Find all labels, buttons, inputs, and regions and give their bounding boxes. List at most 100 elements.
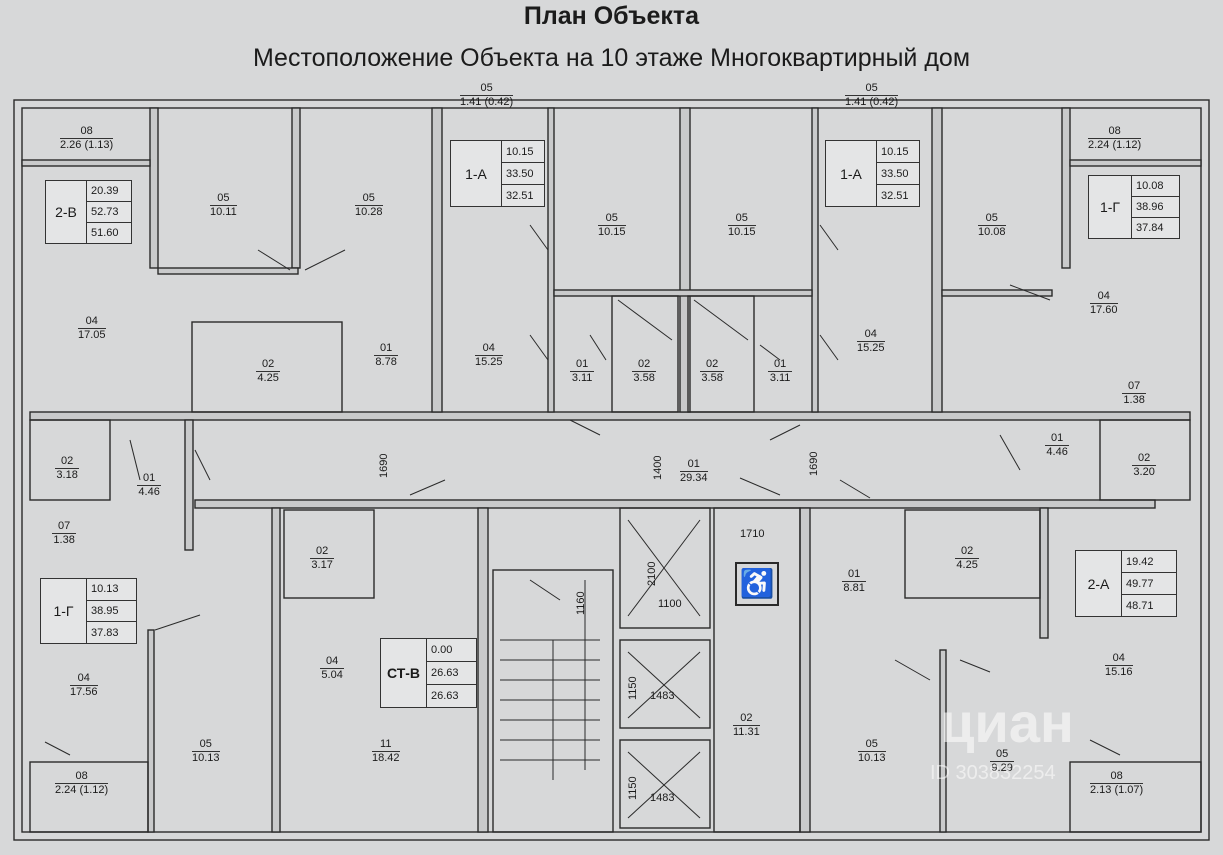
apartment-value: 33.50 <box>502 163 544 185</box>
dimension-label: 1150 <box>627 776 639 800</box>
wall-h-left-top <box>157 267 299 275</box>
wall-v2 <box>291 107 301 269</box>
apartment-value: 32.51 <box>881 189 909 202</box>
lift-3 <box>619 739 711 829</box>
dimension-label: 1690 <box>808 451 820 476</box>
apartment-box-1g-top: 1-Г 10.08 38.96 37.84 <box>1088 175 1180 239</box>
apartment-code: 2-А <box>1087 575 1110 592</box>
dimension-label: 1160 <box>575 591 587 615</box>
apartment-code: 1-Г <box>1099 199 1121 215</box>
stair <box>492 569 614 833</box>
bath-lower-left <box>283 509 375 599</box>
watermark-id: ID 303832254 <box>930 762 1056 784</box>
apartment-box-2a: 2-А 19.42 49.77 48.71 <box>1075 550 1177 617</box>
apartment-value: 33.50 <box>877 163 919 185</box>
plan-subtitle: Местоположение Объекта на 10 этаже Много… <box>252 44 971 72</box>
shaft-center-left <box>611 295 679 413</box>
bath-left <box>191 321 343 413</box>
apartment-value: 10.13 <box>87 579 136 601</box>
apartment-value: 20.39 <box>87 181 131 202</box>
corridor-wall-top <box>29 411 1191 421</box>
apartment-value: 26.63 <box>431 690 459 702</box>
wall-v4 <box>547 107 555 413</box>
apartment-value: 37.84 <box>1136 222 1164 234</box>
wall-v-lower-4 <box>799 507 811 833</box>
dimension-label: 1710 <box>740 528 765 540</box>
apartment-value: 19.42 <box>1122 551 1176 573</box>
apartment-value: 51.60 <box>91 227 119 239</box>
dimension-label: 1690 <box>378 453 390 478</box>
lift-2 <box>619 639 711 729</box>
apartment-value: 52.73 <box>87 202 131 223</box>
wall-v-lower-6 <box>939 649 947 833</box>
wall-h-top-right <box>1069 159 1202 167</box>
apartment-value: 10.08 <box>1132 176 1179 197</box>
wall-v-lower-1 <box>184 419 194 551</box>
watermark-brand: циан <box>940 691 1074 754</box>
dimension-label: 1483 <box>650 690 675 702</box>
loggia-bottom-right <box>1069 761 1202 833</box>
wc-left <box>29 419 111 501</box>
apartment-code: СТ-В <box>386 665 421 681</box>
shaft-center-right <box>687 295 755 413</box>
apartment-box-1a-left: 1-А 10.15 33.50 32.51 <box>450 140 545 207</box>
apartment-value: 49.77 <box>1122 573 1176 595</box>
wall-v-lower-3 <box>477 507 489 833</box>
wc-right <box>1099 419 1191 501</box>
dimension-label: 1483 <box>650 792 675 804</box>
lift-hall <box>713 507 801 833</box>
wall-v6 <box>811 107 819 413</box>
wall-v-lower-5 <box>1039 507 1049 639</box>
wall-v7 <box>931 107 943 413</box>
apartment-value: 10.15 <box>877 141 919 163</box>
wheelchair-icon: ♿ <box>735 562 779 606</box>
outer-wall <box>13 99 1210 841</box>
wall-v5 <box>679 107 691 413</box>
apartment-box-ctv: СТ-В 0.00 26.63 26.63 <box>380 638 477 708</box>
wall-v1 <box>149 107 159 269</box>
apartment-code: 1-А <box>840 165 862 182</box>
apartment-value: 10.15 <box>502 141 544 163</box>
apartment-code: 2-В <box>55 204 77 220</box>
bath-lower-right <box>904 509 1041 599</box>
loggia-bottom-left <box>29 761 149 833</box>
apartment-value: 48.71 <box>1126 599 1154 612</box>
apartment-box-1g-left: 1-Г 10.13 38.95 37.83 <box>40 578 137 644</box>
wall-v3 <box>431 107 443 413</box>
wall-h-top-left <box>21 159 151 167</box>
apartment-value: 0.00 <box>427 639 476 662</box>
